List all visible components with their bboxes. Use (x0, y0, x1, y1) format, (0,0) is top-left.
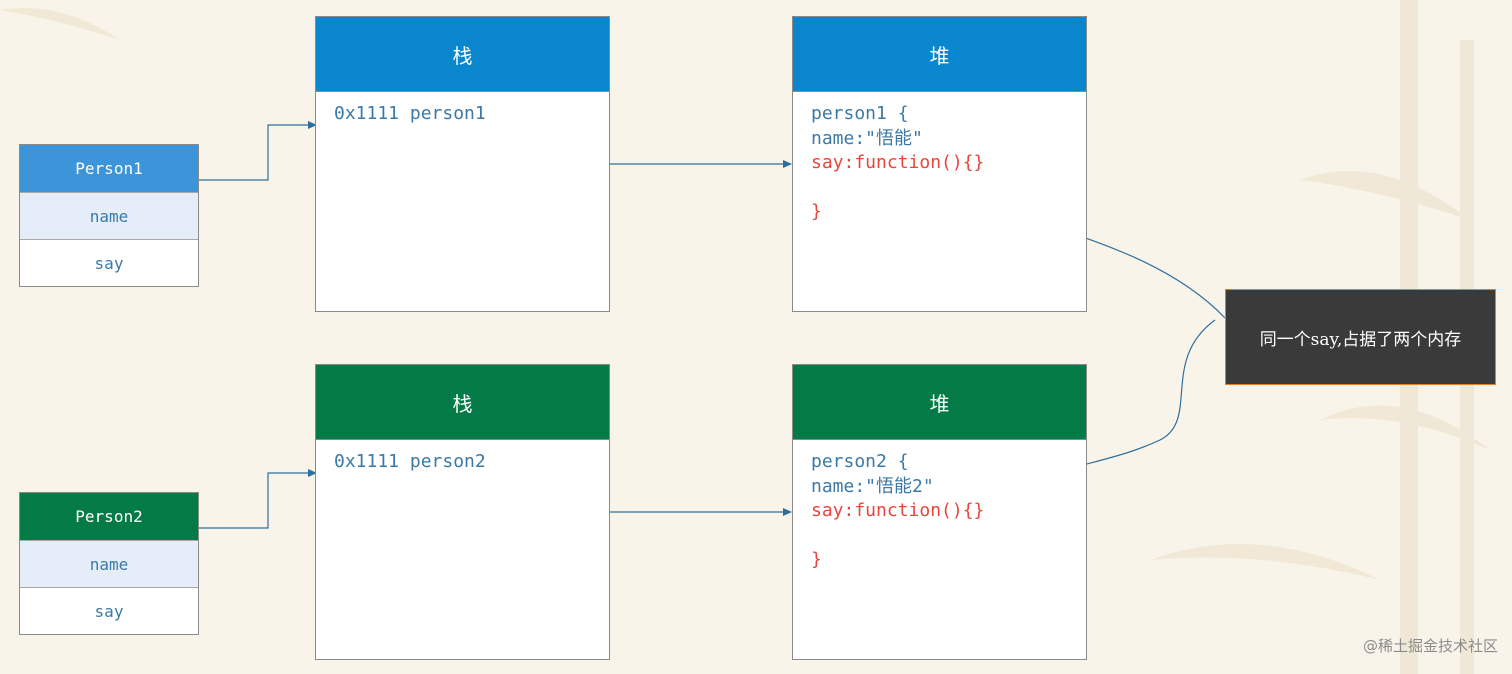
watermark: @稀土掘金技术社区 (1362, 637, 1498, 655)
person2-class-box: Person2 name say (19, 492, 199, 635)
heap-box-1-body: person1 { name:"悟能" say:function(){} } (793, 92, 1086, 235)
heap-2-object-open: person2 { (811, 451, 909, 472)
heap-1-blank-line (811, 176, 1068, 201)
heap-2-blank-line (811, 524, 1068, 549)
heap-1-name-property: name:"悟能" (811, 127, 923, 149)
heap-box-2-body: person2 { name:"悟能2" say:function(){} } (793, 440, 1086, 583)
annotation-note: 同一个say,占据了两个内存 (1225, 289, 1496, 385)
person2-field-name: name (20, 540, 198, 587)
heap-1-object-close: } (811, 201, 822, 222)
stack-box-2: 栈 0x1111 person2 (315, 364, 610, 660)
stack-box-1: 栈 0x1111 person1 (315, 16, 610, 312)
person1-field-name: name (20, 192, 198, 239)
heap-2-say-property: say:function(){} (811, 500, 985, 521)
heap-2-name-property: name:"悟能2" (811, 475, 934, 497)
person2-field-say: say (20, 587, 198, 634)
stack-box-2-body: 0x1111 person2 (316, 440, 609, 485)
heap-1-object-open: person1 { (811, 103, 909, 124)
heap-1-say-property: say:function(){} (811, 152, 985, 173)
heap-box-2: 堆 person2 { name:"悟能2" say:function(){} … (792, 364, 1087, 660)
heap-box-2-header: 堆 (793, 365, 1086, 440)
heap-box-1-header: 堆 (793, 17, 1086, 92)
heap-box-1: 堆 person1 { name:"悟能" say:function(){} } (792, 16, 1087, 312)
stack-box-1-header: 栈 (316, 17, 609, 92)
person2-class-title: Person2 (20, 493, 198, 540)
person1-class-title: Person1 (20, 145, 198, 192)
stack-1-address: 0x1111 person1 (334, 103, 486, 124)
person1-class-box: Person1 name say (19, 144, 199, 287)
stack-box-2-header: 栈 (316, 365, 609, 440)
person1-field-say: say (20, 239, 198, 286)
stack-2-address: 0x1111 person2 (334, 451, 486, 472)
annotation-note-text: 同一个say,占据了两个内存 (1259, 329, 1462, 350)
stack-box-1-body: 0x1111 person1 (316, 92, 609, 137)
heap-2-object-close: } (811, 549, 822, 570)
